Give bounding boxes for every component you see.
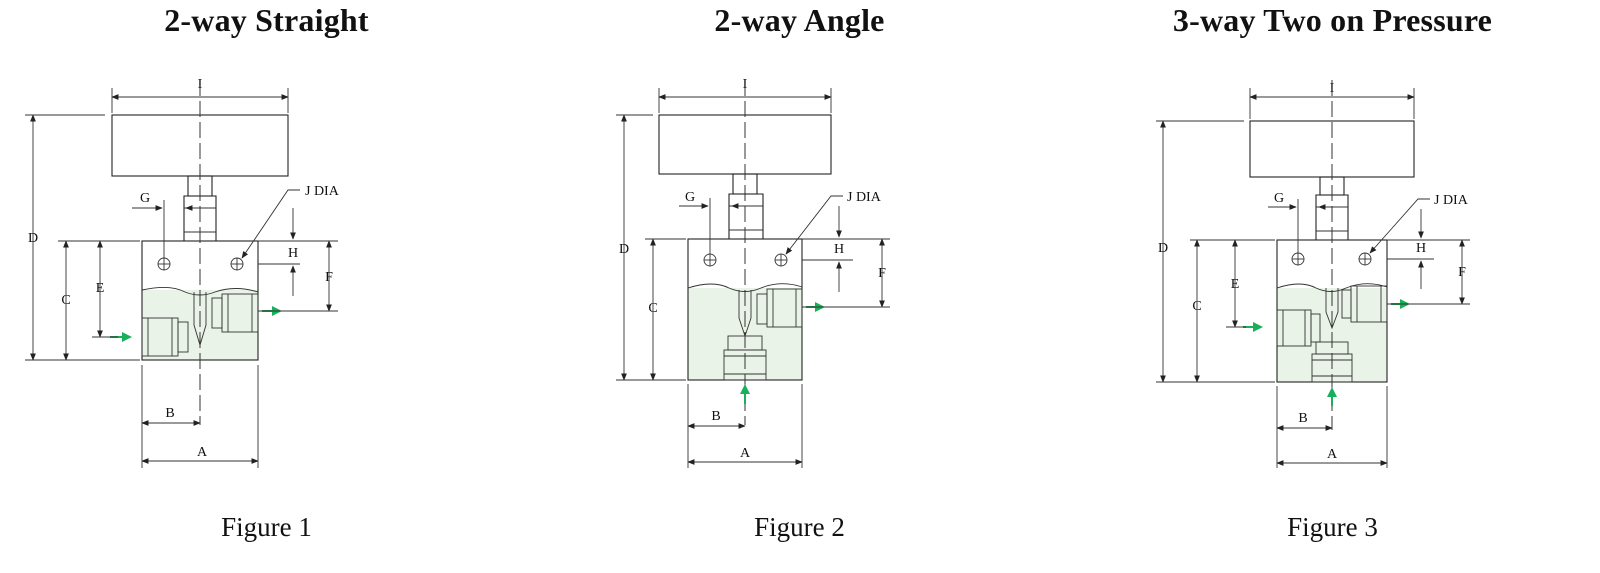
figure-2-diagram: I D C B A F H G J DIA bbox=[616, 77, 890, 468]
needle bbox=[1325, 288, 1339, 330]
bonnet bbox=[1315, 194, 1349, 241]
figure-2-panel: 2-way Angle bbox=[533, 0, 1066, 573]
label-C: C bbox=[1192, 299, 1201, 314]
mounting-hole bbox=[703, 253, 717, 267]
pressure-port bbox=[1311, 341, 1353, 383]
label-H: H bbox=[1416, 241, 1426, 256]
label-D: D bbox=[619, 242, 629, 257]
mounting-hole bbox=[1291, 252, 1305, 266]
label-J: J DIA bbox=[847, 190, 882, 205]
mounting-hole bbox=[774, 253, 788, 267]
label-A: A bbox=[197, 445, 208, 460]
figure-3-caption: Figure 3 bbox=[1287, 512, 1378, 542]
figure-1-caption: Figure 1 bbox=[221, 512, 312, 542]
label-A: A bbox=[740, 446, 751, 461]
label-E: E bbox=[1231, 277, 1240, 292]
label-G: G bbox=[140, 191, 150, 206]
label-D: D bbox=[1158, 241, 1168, 256]
figure-3-panel: 3-way Two on Pressure bbox=[1066, 0, 1599, 573]
label-I: I bbox=[198, 77, 203, 92]
outlet-port bbox=[211, 293, 259, 333]
flow-arrow-icon bbox=[1253, 322, 1263, 332]
label-I: I bbox=[1330, 81, 1335, 96]
bonnet bbox=[183, 195, 217, 242]
leader-J bbox=[241, 189, 300, 259]
figure-3-diagram: I D C E B A F H G J DIA bbox=[1156, 80, 1470, 468]
bonnet bbox=[728, 193, 764, 240]
outlet-port bbox=[1341, 285, 1388, 323]
label-B: B bbox=[711, 409, 720, 424]
leader-J bbox=[1369, 198, 1430, 254]
label-C: C bbox=[648, 301, 657, 316]
label-A: A bbox=[1327, 447, 1338, 462]
label-J: J DIA bbox=[1434, 193, 1469, 208]
label-E: E bbox=[96, 281, 105, 296]
flow-arrow-icon bbox=[1327, 387, 1337, 397]
label-I: I bbox=[743, 77, 748, 92]
leader-J bbox=[785, 195, 843, 255]
label-C: C bbox=[61, 293, 70, 308]
mounting-hole bbox=[230, 257, 244, 271]
label-H: H bbox=[834, 242, 844, 257]
mounting-hole bbox=[1358, 252, 1372, 266]
figure-2-title: 2-way Angle bbox=[714, 2, 885, 38]
label-B: B bbox=[1298, 411, 1307, 426]
inlet-port bbox=[723, 335, 767, 381]
inlet-port bbox=[1276, 309, 1321, 347]
label-H: H bbox=[288, 246, 298, 261]
outlet-port bbox=[756, 288, 803, 328]
label-F: F bbox=[878, 266, 886, 281]
label-G: G bbox=[685, 190, 695, 205]
figure-1-diagram: I D C E B A F H G J DIA bbox=[25, 77, 340, 468]
figure-3-title: 3-way Two on Pressure bbox=[1172, 2, 1493, 38]
label-G: G bbox=[1274, 191, 1284, 206]
needle bbox=[193, 292, 207, 347]
flow-arrow-icon bbox=[740, 384, 750, 394]
label-D: D bbox=[28, 231, 38, 246]
inlet-port bbox=[141, 317, 189, 357]
flow-arrow-icon bbox=[122, 332, 132, 342]
figure-1-panel: 2-way Straight bbox=[0, 0, 533, 573]
label-B: B bbox=[165, 406, 174, 421]
cutaway-line bbox=[1276, 283, 1388, 292]
label-F: F bbox=[325, 270, 333, 285]
mounting-hole bbox=[157, 257, 171, 271]
label-J: J DIA bbox=[305, 184, 340, 199]
label-F: F bbox=[1458, 265, 1466, 280]
figure-2-caption: Figure 2 bbox=[754, 512, 845, 542]
figure-1-title: 2-way Straight bbox=[164, 2, 369, 38]
